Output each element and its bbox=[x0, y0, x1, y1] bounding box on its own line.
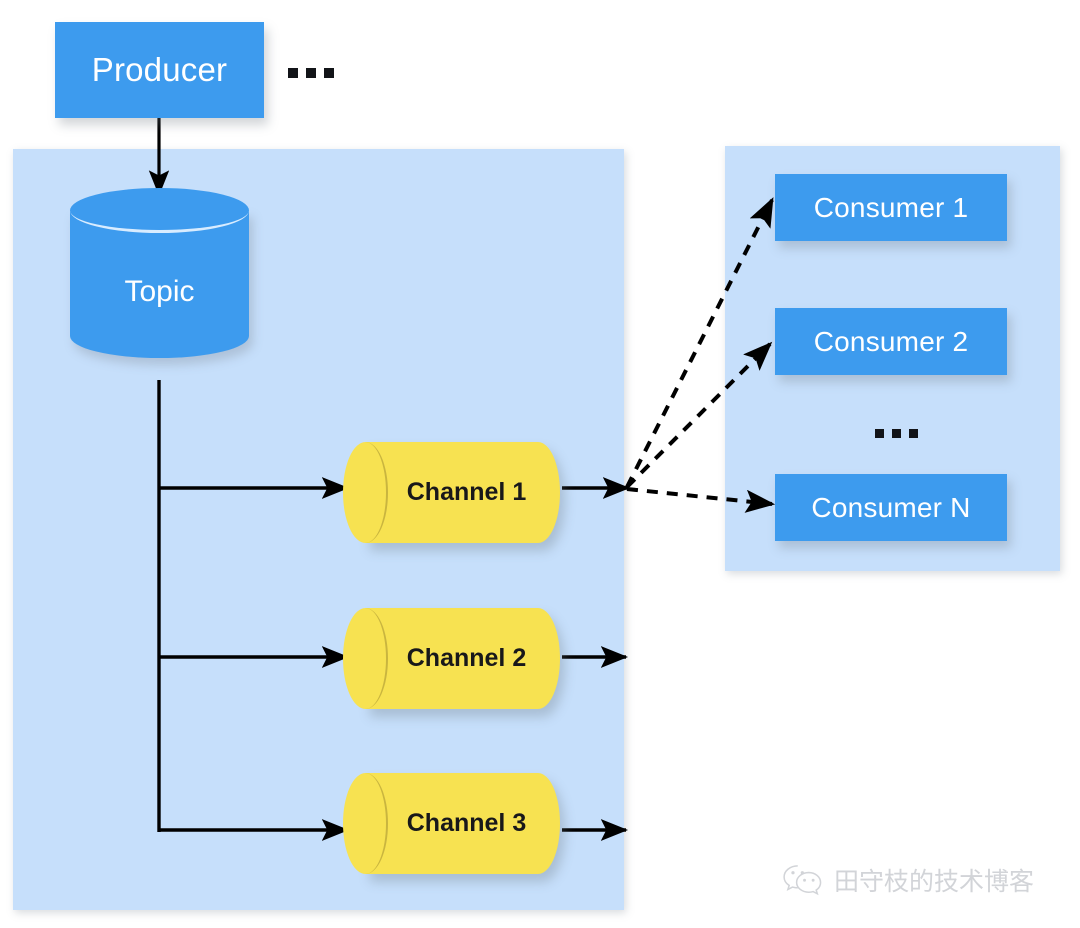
consumer-n-node[interactable]: Consumer N bbox=[775, 474, 1007, 541]
dot bbox=[306, 68, 316, 78]
dot bbox=[892, 429, 901, 438]
channel-cylinder-body bbox=[365, 608, 560, 709]
topic-node[interactable]: Topic bbox=[70, 188, 249, 380]
wechat-icon bbox=[783, 865, 822, 896]
dot bbox=[288, 68, 298, 78]
dot bbox=[875, 429, 884, 438]
topic-cylinder-top bbox=[70, 188, 249, 233]
producer-label: Producer bbox=[91, 51, 228, 88]
channel-cylinder-cap bbox=[343, 608, 388, 709]
consumer-n-label: Consumer N bbox=[811, 491, 971, 523]
consumer-ellipsis-icon bbox=[875, 429, 918, 438]
topic-label: Topic bbox=[124, 275, 195, 308]
consumer-2-label: Consumer 2 bbox=[813, 325, 969, 357]
consumer-2-node[interactable]: Consumer 2 bbox=[775, 308, 1007, 375]
watermark-text: 田守枝的技术博客 bbox=[834, 867, 1035, 896]
channel-cylinder-cap bbox=[343, 773, 388, 874]
producer-ellipsis-icon bbox=[288, 68, 334, 78]
dot bbox=[909, 429, 918, 438]
channel-1-label: Channel 1 bbox=[406, 478, 527, 506]
channel-2-label: Channel 2 bbox=[406, 644, 527, 672]
watermark: 田守枝的技术博客 bbox=[782, 862, 1034, 898]
dot bbox=[324, 68, 334, 78]
channel-3-label: Channel 3 bbox=[406, 809, 527, 837]
topic-cylinder-body bbox=[70, 210, 249, 358]
consumer-1-label: Consumer 1 bbox=[813, 191, 969, 223]
channel-cylinder-body bbox=[365, 773, 560, 874]
consumer-1-node[interactable]: Consumer 1 bbox=[775, 174, 1007, 241]
producer-node[interactable]: Producer bbox=[55, 22, 264, 118]
channel-3-node[interactable]: Channel 3 bbox=[343, 773, 560, 874]
channel-cylinder-body bbox=[365, 442, 560, 543]
channel-2-node[interactable]: Channel 2 bbox=[343, 608, 560, 709]
channel-cylinder-cap bbox=[343, 442, 388, 543]
channel-1-node[interactable]: Channel 1 bbox=[343, 442, 560, 543]
